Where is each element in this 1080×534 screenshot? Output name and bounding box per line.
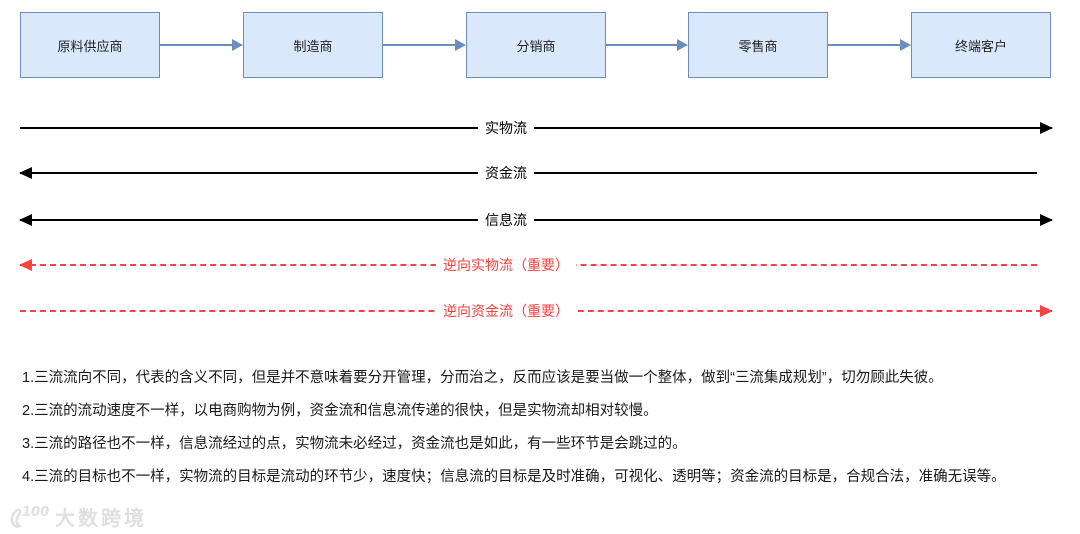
flow-label: 资金流	[478, 163, 534, 183]
node-end-customer: 终端客户	[911, 12, 1051, 78]
connector-arrow	[383, 39, 466, 51]
arrow-right-icon	[1040, 122, 1053, 134]
note-line: 1.三流流向不同，代表的含义不同，但是并不意味着要分开管理，分而治之，反而应该是…	[22, 370, 943, 386]
connector-line	[606, 44, 679, 46]
connector-line	[160, 44, 234, 46]
notes-block: 1.三流流向不同，代表的含义不同，但是并不意味着要分开管理，分而治之，反而应该是…	[22, 362, 1070, 494]
note-line: 2.三流的流动速度不一样，以电商购物为例，资金流和信息流传递的很快，但是实物流却…	[22, 403, 658, 419]
flow-physical: 实物流	[20, 118, 1053, 138]
node-label: 终端客户	[954, 38, 1007, 54]
flow-information: 信息流	[19, 210, 1053, 230]
arrow-right-icon	[677, 39, 688, 51]
watermark: 100 大数跨境	[8, 502, 147, 531]
arrow-left-icon	[19, 259, 32, 271]
node-label: 分销商	[516, 38, 556, 54]
arrow-left-icon	[19, 167, 32, 179]
node-retailer: 零售商	[688, 12, 828, 78]
flow-capital: 资金流	[19, 163, 1052, 183]
connector-arrow	[606, 39, 688, 51]
flow-reverse-capital: 逆向资金流（重要）	[20, 301, 1053, 321]
flow-line	[20, 127, 1052, 129]
brand-logo-icon: 100	[10, 505, 49, 528]
arrow-right-icon	[900, 39, 911, 51]
node-label: 原料供应商	[57, 38, 123, 54]
watermark-text: 大数跨境	[55, 508, 147, 530]
node-label: 零售商	[738, 38, 778, 54]
connector-line	[828, 44, 902, 46]
flow-label: 信息流	[478, 210, 534, 230]
node-distributor: 分销商	[466, 12, 606, 78]
arrow-right-icon	[232, 39, 243, 51]
flow-label: 逆向资金流（重要）	[436, 301, 576, 321]
node-label: 制造商	[293, 38, 333, 54]
note-line: 4.三流的目标也不一样，实物流的目标是流动的环节少，速度快；信息流的目标是及时准…	[22, 469, 1006, 485]
arrow-right-icon	[455, 39, 466, 51]
flow-reverse-physical: 逆向实物流（重要）	[19, 255, 1052, 275]
node-raw-material-supplier: 原料供应商	[20, 12, 160, 78]
flow-label: 实物流	[478, 118, 534, 138]
note-line: 3.三流的路径也不一样，信息流经过的点，实物流未必经过，资金流也是如此，有一些环…	[22, 436, 687, 452]
svg-text:100: 100	[22, 505, 49, 520]
connector-arrow	[828, 39, 911, 51]
node-manufacturer: 制造商	[243, 12, 383, 78]
flow-label: 逆向实物流（重要）	[436, 255, 576, 275]
arrow-right-icon	[1040, 305, 1053, 317]
arrow-left-icon	[19, 214, 32, 226]
connector-line	[383, 44, 457, 46]
arrow-right-icon	[1040, 214, 1053, 226]
connector-arrow	[160, 39, 243, 51]
flow-line	[20, 219, 1052, 221]
